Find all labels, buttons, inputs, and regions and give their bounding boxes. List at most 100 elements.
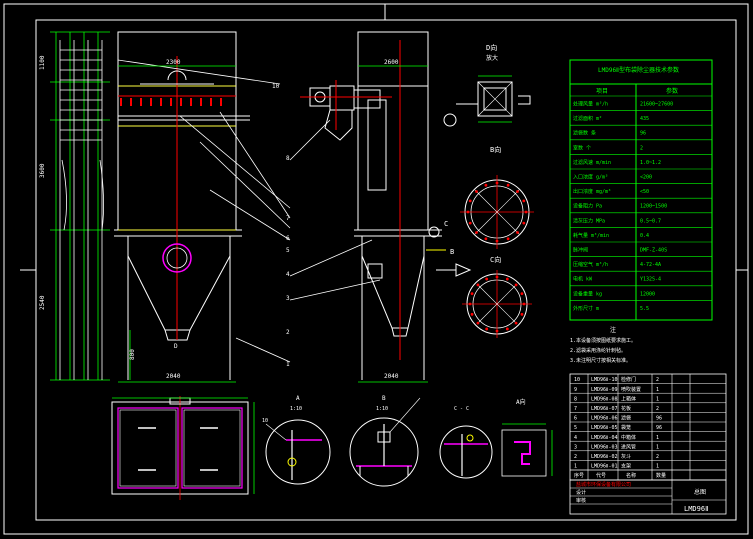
bolt-hole <box>476 321 480 325</box>
parts-cell: LMD96Ⅱ-03 <box>591 444 618 450</box>
parts-cell: 2 <box>656 406 659 412</box>
tech-row-item: 压缩空气 m³/h <box>573 261 608 268</box>
parts-cell: 1 <box>656 396 659 402</box>
tech-header-value: 参数 <box>666 87 678 95</box>
view-c-label: C向 <box>490 255 501 264</box>
bolt-hole <box>468 221 472 225</box>
part-labels: 1 2 3 4 5 6 7 8 10 <box>272 83 290 368</box>
parts-cell: 5 <box>574 425 577 431</box>
parts-cell: 上箱体 <box>621 395 636 402</box>
bolt-hole <box>476 283 480 287</box>
section-a: A 1:10 10 <box>262 395 331 485</box>
tech-row-item: 入口浓度 g/m³ <box>573 174 608 181</box>
parts-cell: LMD96Ⅱ-10 <box>591 377 618 383</box>
section-b: B 1:10 <box>349 395 421 487</box>
svg-text:10: 10 <box>262 418 268 424</box>
parts-cell: 96 <box>656 416 662 422</box>
plan-view <box>111 396 255 500</box>
tech-row-value: 4-72-4A <box>640 262 661 268</box>
parts-cell: 6 <box>574 416 577 422</box>
title-block: 盐城市环保设备有限公司 设计 审核 总图 LMD96Ⅱ <box>569 479 727 515</box>
parts-cell: 7 <box>574 406 577 412</box>
parts-cell: 1 <box>656 435 659 441</box>
tech-row-item: 脉冲阀 <box>573 247 588 254</box>
parts-cell: LMD96Ⅱ-07 <box>591 406 618 412</box>
bolt-hole <box>495 239 499 243</box>
parts-cell: LMD96Ⅱ-08 <box>591 396 618 402</box>
parts-header: 数量 <box>656 472 666 479</box>
parts-header: 序号 <box>574 472 584 479</box>
bolt-hole <box>520 312 524 316</box>
parts-cell: LMD96Ⅱ-01 <box>591 464 618 470</box>
front-view: 2300 2040 1100 3600 2540 800 D <box>39 31 291 383</box>
part-number: 7 <box>286 215 290 222</box>
part-number: 8 <box>286 155 290 162</box>
parts-cell: 96 <box>656 425 662 431</box>
tech-row-item: 室数 个 <box>573 144 591 151</box>
parts-cell: 检修门 <box>621 376 636 383</box>
bolt-hole <box>522 302 526 306</box>
bolt-hole <box>468 302 472 306</box>
tech-row-item: 滤袋数 条 <box>573 130 596 137</box>
view-b-label: B向 <box>490 145 501 154</box>
parts-cell: 2 <box>656 377 659 383</box>
height-mid-dim: 3600 <box>39 163 46 178</box>
parts-cell: 3 <box>574 444 577 450</box>
parts-header: 名称 <box>626 472 636 479</box>
bolt-hole <box>485 327 489 331</box>
flange-b-view: B向 <box>460 145 534 249</box>
bolt-hole <box>514 321 518 325</box>
bolt-hole <box>516 190 519 193</box>
part-number: 4 <box>286 271 290 278</box>
section-b-label: B <box>382 395 386 402</box>
bolt-hole <box>522 221 526 225</box>
tech-row-value: 0.5~0.7 <box>640 218 661 224</box>
tech-row-item: 清灰压力 MPa <box>573 217 605 224</box>
note-line: 3.未注明尺寸按相关标准。 <box>570 357 631 364</box>
flange-c-view: C向 <box>462 255 532 338</box>
bolt-hole <box>470 312 474 316</box>
tech-row-value: 5.5 <box>640 306 649 312</box>
tech-row-value: 12000 <box>640 291 655 297</box>
tech-row-item: 处理风量 m³/h <box>573 101 608 108</box>
part-number: 1 <box>286 361 290 368</box>
tech-row-value: Y132S-4 <box>640 277 661 283</box>
part-number: 6 <box>286 235 290 242</box>
parts-cell: 袋笼 <box>621 424 631 431</box>
parts-cell: 支架 <box>621 463 631 470</box>
bolt-hole <box>516 231 519 234</box>
bolt-hole <box>475 231 478 234</box>
tech-row-value: 1.0~1.2 <box>640 160 661 166</box>
side-width-dim: 2600 <box>384 59 399 66</box>
parts-cell: 2 <box>574 454 577 460</box>
tech-row-value: 2 <box>640 145 643 151</box>
b-arrow-label: B <box>450 248 454 256</box>
parts-cell: 灰斗 <box>621 453 631 460</box>
parts-cell: 2 <box>656 454 659 460</box>
tech-row-value: 435 <box>640 116 649 122</box>
bolt-hole <box>495 275 499 279</box>
tech-row-value: 0.4 <box>640 233 649 239</box>
tech-table-title: LMD96Ⅱ型布袋除尘器技术参数 <box>598 66 679 74</box>
detail-d-sub: 放大 <box>486 54 498 62</box>
detail-a-label: A向 <box>516 398 526 406</box>
parts-cell: LMD96Ⅱ-04 <box>591 435 618 441</box>
bolt-hole <box>466 210 470 214</box>
bolt-hole <box>470 292 474 296</box>
part-number: 10 <box>272 83 280 90</box>
parts-cell: 花板 <box>621 405 631 412</box>
front-width-dim: 2300 <box>166 59 181 66</box>
bolt-hole <box>505 327 509 331</box>
tech-row-item: 电机 kW <box>573 276 593 283</box>
side-base-dim: 2040 <box>384 373 399 380</box>
height-leg-dim: 800 <box>129 349 136 360</box>
section-a-scale: 1:10 <box>290 406 302 412</box>
tech-row-item: 设备重量 kg <box>573 290 602 297</box>
bolt-hole <box>520 292 524 296</box>
parts-cell: 进风管 <box>621 443 636 450</box>
sheet-mark: 总图 <box>694 488 706 496</box>
section-c: C - C <box>439 406 493 479</box>
